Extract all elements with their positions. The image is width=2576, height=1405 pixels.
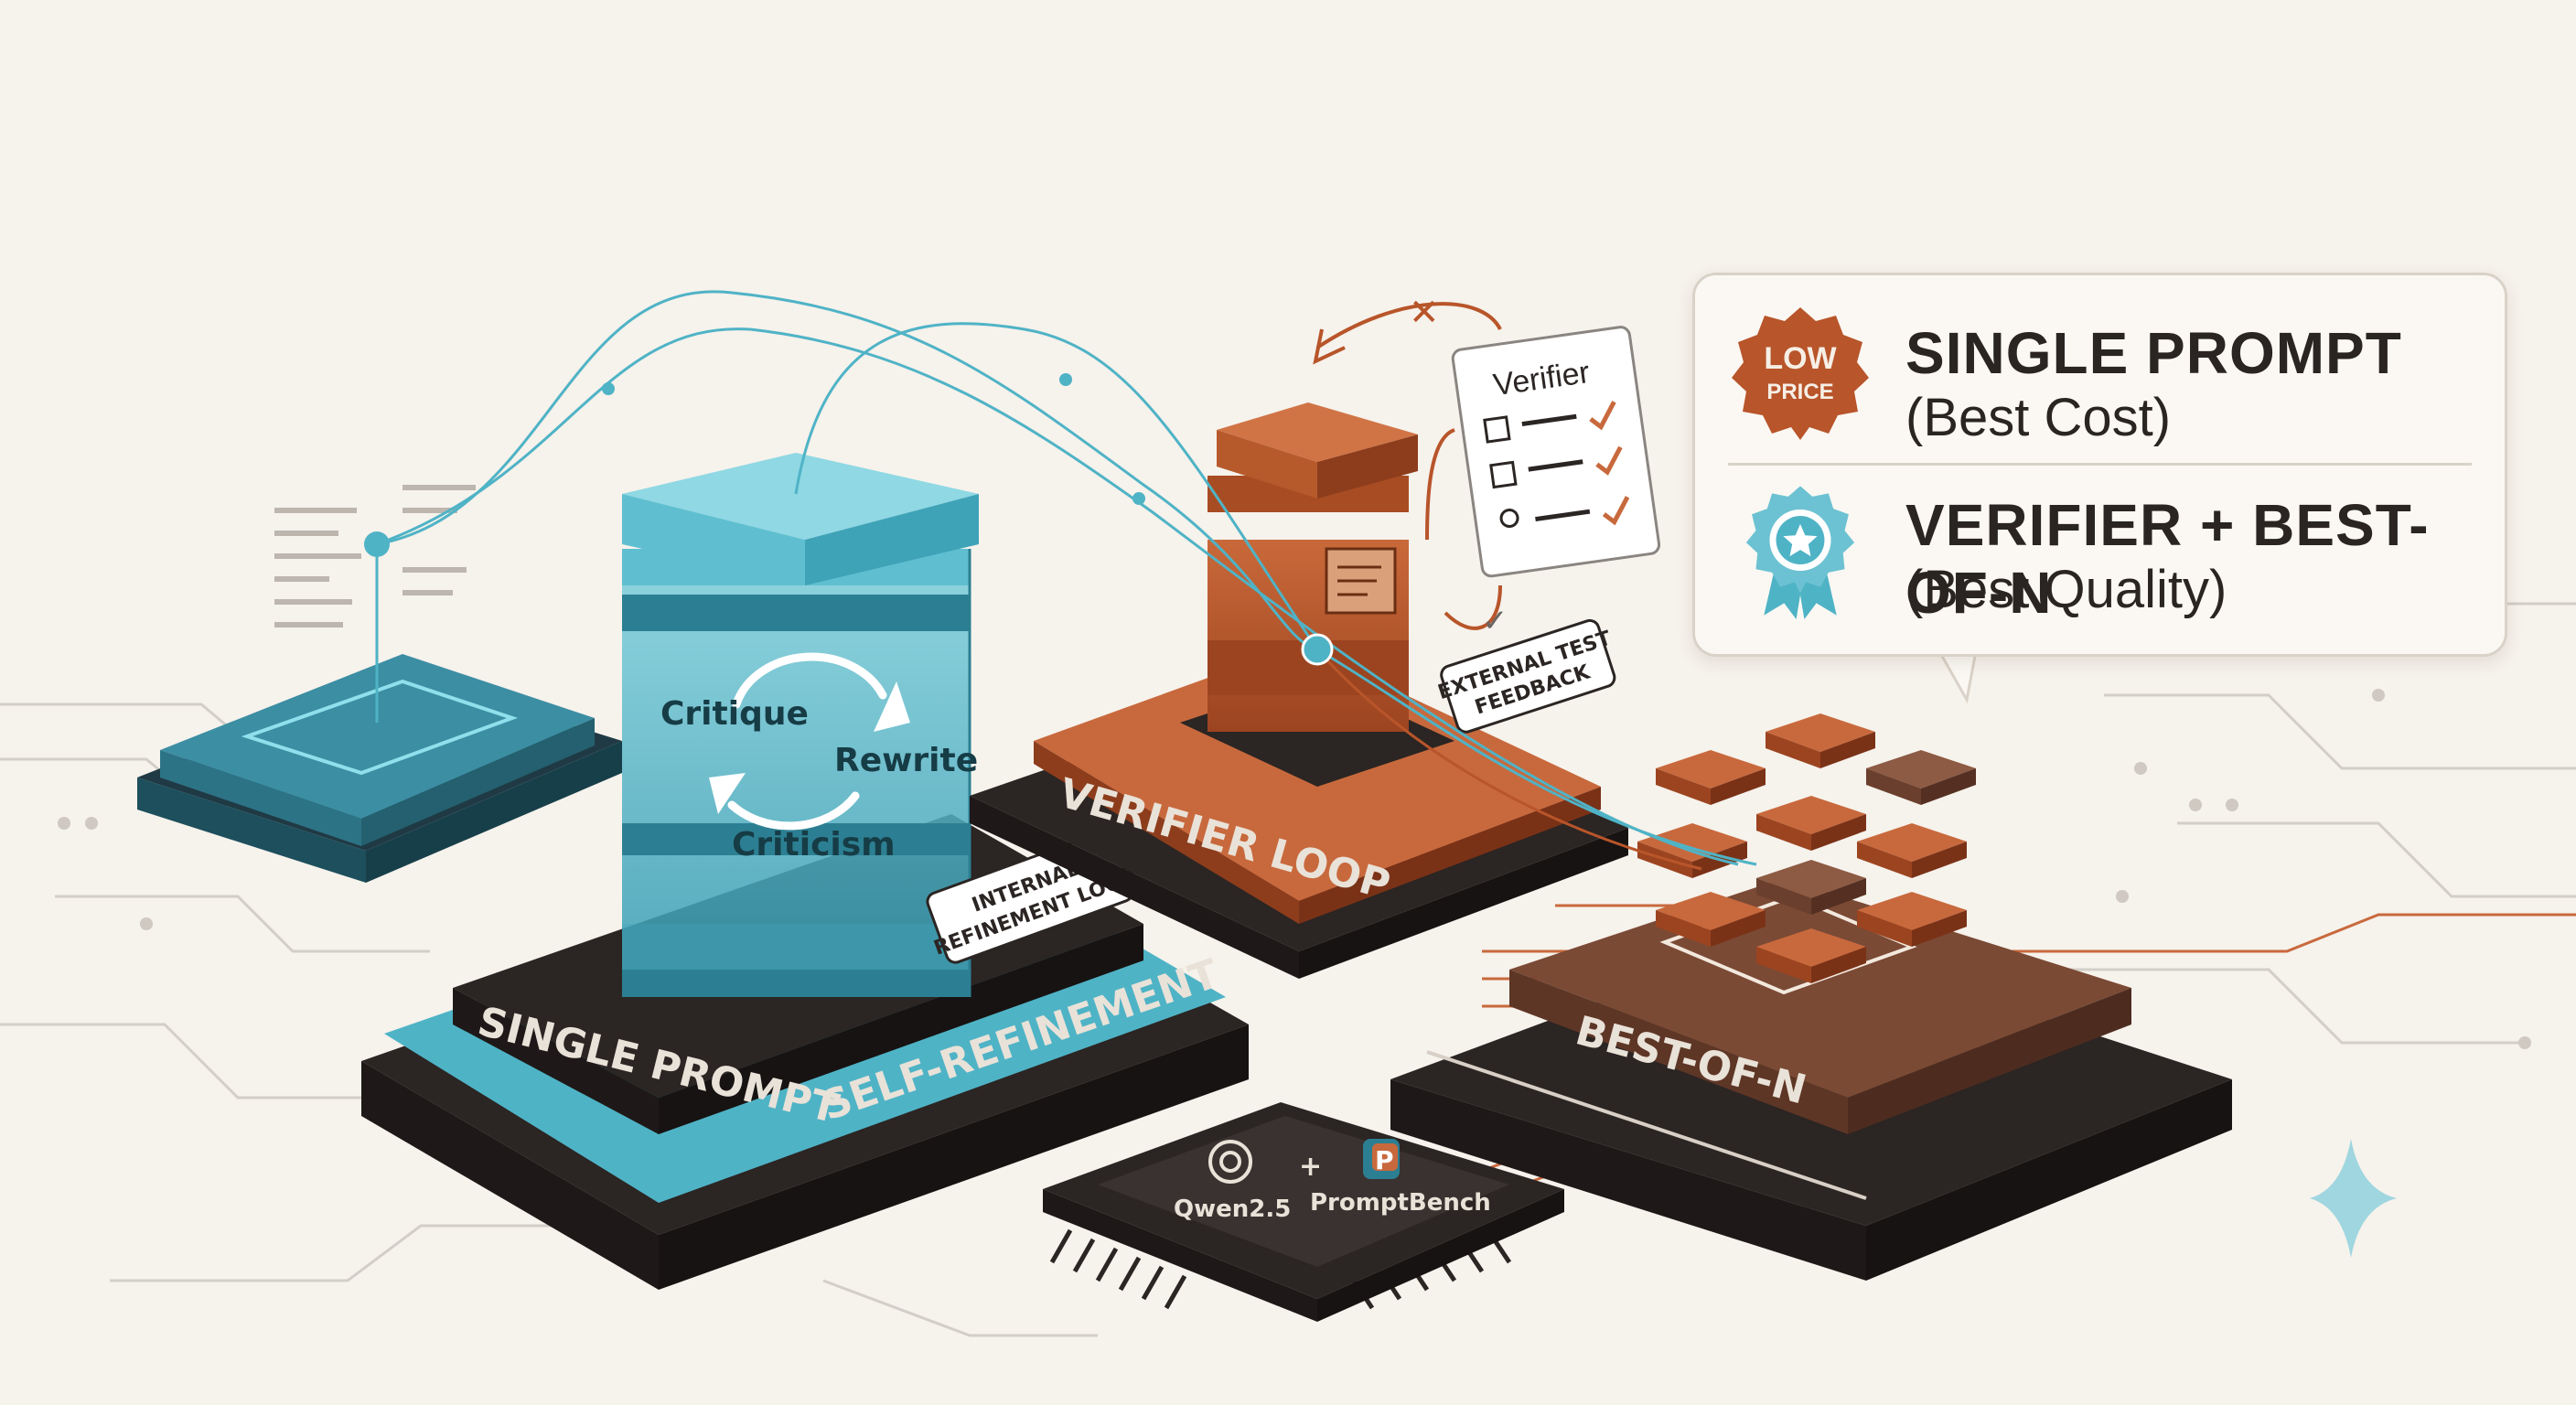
chip-bench-label: PromptBench (1310, 1189, 1491, 1217)
flow-dot (1132, 492, 1145, 505)
openai-logo-icon (1208, 1140, 1252, 1184)
promptbench-logo-icon: P (1363, 1139, 1400, 1179)
criticism-label: Criticism (732, 826, 896, 863)
reject-mark-icon: ✕ (1409, 292, 1440, 334)
candidate-tiles (1637, 713, 1976, 983)
legend-row1-title: SINGLE PROMPT (1905, 320, 2402, 386)
single-prompt-pad (137, 544, 622, 883)
svg-text:P: P (1375, 1145, 1394, 1175)
low-price-line1: LOW (1764, 341, 1837, 376)
callout-pointer (1937, 649, 1978, 704)
legend-row2-subtitle: (Best Quality) (1905, 560, 2227, 619)
signal-flow-accent-lines (1315, 649, 1702, 871)
legend-divider (1728, 463, 2472, 466)
accept-mark-icon: ✓ (1482, 603, 1508, 639)
external-test-tag: EXTERNAL TEST FEEDBACK (1435, 618, 1616, 734)
legend-row-quality: VERIFIER + BEST-OF-N (Best Quality) (1695, 464, 2505, 638)
data-dashes (274, 485, 476, 627)
legend-row-cost: LOW PRICE SINGLE PROMPT (Best Cost) (1695, 284, 2505, 458)
flow-dot (1059, 373, 1072, 386)
critique-label: Critique (660, 695, 809, 733)
legend-callout: LOW PRICE SINGLE PROMPT (Best Cost) VERI… (1692, 273, 2507, 657)
signal-flow-lines (376, 290, 1757, 866)
verifier-node (1301, 633, 1334, 666)
low-price-line2: PRICE (1766, 380, 1833, 404)
self-refinement-tower (622, 453, 979, 997)
verifier-feedback-arrows (1313, 302, 1502, 630)
refinement-cycle-arrows (709, 652, 910, 831)
flow-dot (602, 382, 615, 395)
verifier-card: Verifier (1451, 326, 1661, 578)
quality-ribbon-icon (1745, 486, 1855, 619)
chip-model-label: Qwen2.5 (1174, 1196, 1291, 1223)
chip-plus: + (1299, 1151, 1322, 1183)
legend-row1-subtitle: (Best Cost) (1905, 388, 2172, 447)
verifier-base (970, 645, 1628, 979)
low-price-badge-icon: LOW PRICE (1732, 307, 1869, 440)
best-of-n-base (1390, 878, 2232, 1281)
single-prompt-node (364, 531, 390, 557)
sparkle-icon (2310, 1139, 2397, 1258)
legend-row2-title: VERIFIER + BEST-OF-N (1905, 492, 2430, 626)
rewrite-label: Rewrite (834, 742, 978, 779)
model-chip (1043, 1102, 1564, 1322)
